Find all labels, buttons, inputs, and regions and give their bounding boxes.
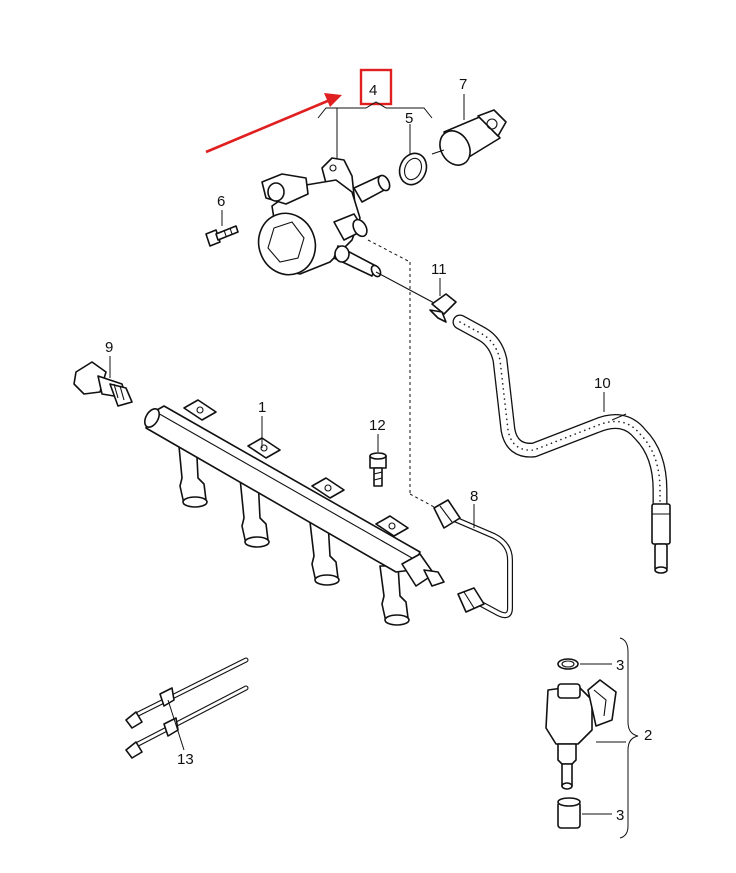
label-part-13: 13: [177, 751, 194, 768]
label-part-1: 1: [258, 399, 266, 416]
highlight-box: [359, 68, 393, 106]
label-part-9: 9: [105, 339, 113, 356]
hose-clamp: [429, 278, 457, 323]
fuel-rail: [143, 399, 445, 626]
pump-bolt: [205, 210, 239, 247]
bracket-part-4: [317, 101, 433, 162]
label-part-12: 12: [369, 417, 386, 434]
part-labels: 4 7 5 6 11 9 10 1 12 8 3 2 13 3: [105, 76, 652, 824]
bracket-part-2: [619, 637, 639, 839]
highlight-arrow: [205, 93, 342, 154]
high-pressure-pump: [257, 157, 391, 278]
injector: [545, 658, 626, 829]
harness-clips: [125, 657, 249, 759]
label-part-7: 7: [459, 76, 467, 93]
label-part-3-top: 3: [616, 657, 624, 674]
rail-bolt: [369, 434, 387, 487]
high-pressure-pipe: [433, 499, 513, 619]
label-part-2: 2: [644, 727, 652, 744]
leaders-dashed: [367, 239, 437, 509]
label-part-8: 8: [470, 488, 478, 505]
roller-tappet: [431, 94, 507, 166]
label-part-4: 4: [369, 82, 377, 99]
label-part-3-bottom: 3: [616, 807, 624, 824]
label-part-6: 6: [217, 193, 225, 210]
label-part-10: 10: [594, 375, 611, 392]
label-part-11: 11: [431, 261, 447, 278]
o-ring: [398, 124, 428, 186]
label-part-5: 5: [405, 110, 413, 127]
fuel-hose: [452, 314, 671, 574]
pressure-sensor: [73, 356, 133, 407]
rail-tabs: [183, 399, 409, 537]
